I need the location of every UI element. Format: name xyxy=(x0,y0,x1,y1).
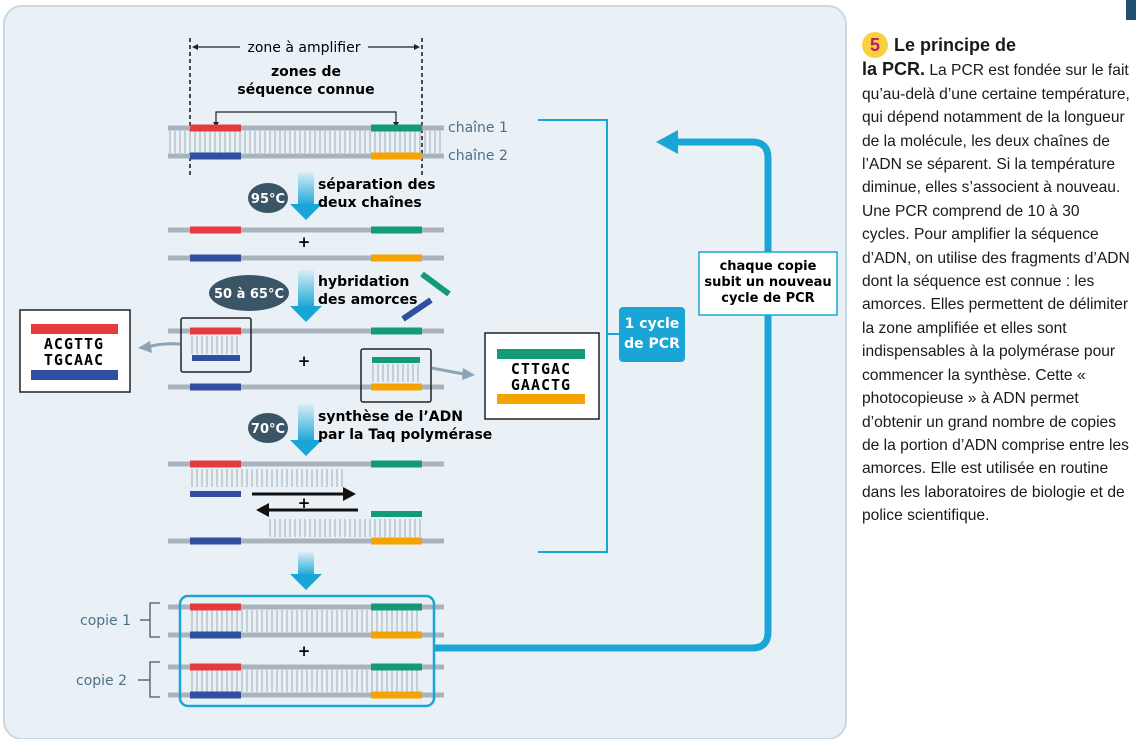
dna-strand-copy2-top xyxy=(168,663,444,671)
svg-text:subit un nouveau: subit un nouveau xyxy=(704,275,831,290)
svg-text:95°C: 95°C xyxy=(251,192,285,207)
temp-badge-70: 70°C xyxy=(248,413,288,443)
zones-label-2: séquence connue xyxy=(237,82,374,98)
zone-header: zone à amplifier zones de séquence connu… xyxy=(189,38,423,175)
chaine2-label: chaîne 2 xyxy=(448,148,508,164)
sequence-panel-right: CTTGAC GAACTG xyxy=(484,332,600,420)
svg-text:50 à 65°C: 50 à 65°C xyxy=(214,287,284,302)
synthesis-arrow-right xyxy=(252,487,356,501)
zones-label-1: zones de xyxy=(271,64,341,80)
dna-strand-single xyxy=(168,327,444,335)
return-arrow xyxy=(434,138,772,652)
copie2-bracket: copie 2 xyxy=(76,661,160,698)
copie1-bracket: copie 1 xyxy=(80,602,160,638)
primer-green xyxy=(372,357,420,363)
seq-right-bottom: GAACTG xyxy=(511,376,571,394)
new-strand-rungs xyxy=(191,469,343,487)
svg-text:70°C: 70°C xyxy=(251,422,285,437)
diagram-panel xyxy=(3,5,847,739)
plus-sign: + xyxy=(298,494,311,512)
primer-blue xyxy=(190,491,241,497)
svg-text:de PCR: de PCR xyxy=(624,336,680,352)
step2-label-2: des amorces xyxy=(318,292,417,308)
zoom-arrow-right xyxy=(431,366,475,380)
sequence-panel-left: ACGTTG TGCAAC xyxy=(19,309,131,393)
copie1-label: copie 1 xyxy=(80,613,131,629)
chaine1-label: chaîne 1 xyxy=(448,120,508,136)
figure-title: Le principe de xyxy=(894,35,1017,55)
cycle-bracket xyxy=(538,119,608,553)
copies-box xyxy=(178,594,436,708)
plus-sign: + xyxy=(298,642,311,660)
dna-strand-copy1-bottom xyxy=(168,631,444,639)
dna-strand-copy2-bottom xyxy=(168,691,444,699)
page-corner-tab xyxy=(1126,0,1136,20)
primer-blue xyxy=(192,355,240,361)
seq-left-top: ACGTTG xyxy=(44,335,104,353)
dna-strand-chaine1 xyxy=(168,124,444,132)
figure-text: La PCR est fondée sur le fait qu’au-delà… xyxy=(862,62,1130,525)
svg-text:cycle de PCR: cycle de PCR xyxy=(721,291,814,306)
cycle-badge: 1 cycle de PCR xyxy=(619,307,685,362)
primer-rungs xyxy=(372,364,419,382)
pcr-diagram: zone à amplifier zones de séquence connu… xyxy=(3,5,847,739)
step3-label-1: synthèse de l’ADN xyxy=(318,409,463,425)
step-arrow-3 xyxy=(290,404,322,456)
dna-rungs xyxy=(169,131,441,153)
dna-strand-single xyxy=(168,460,444,468)
dna-rungs xyxy=(191,670,418,692)
plus-sign: + xyxy=(298,233,311,251)
plus-sign: + xyxy=(298,352,311,370)
copy-note: chaque copie subit un nouveau cycle de P… xyxy=(698,251,838,316)
dna-rungs xyxy=(191,610,418,632)
zoom-box-right xyxy=(360,348,432,403)
svg-text:1 cycle: 1 cycle xyxy=(625,316,680,332)
step-arrow-2 xyxy=(290,270,322,322)
new-strand-rungs xyxy=(269,519,421,537)
svg-text:chaque copie: chaque copie xyxy=(720,259,817,274)
dna-strand-single xyxy=(168,254,444,262)
free-primer-green xyxy=(420,271,451,297)
seq-right-top: CTTGAC xyxy=(511,360,571,378)
step-arrow-1 xyxy=(290,172,322,220)
primer-rungs xyxy=(191,336,238,354)
zoom-arrow-left xyxy=(138,341,181,353)
step2-label-1: hybridation xyxy=(318,274,409,290)
free-primer-blue xyxy=(401,297,433,322)
zoom-box-left xyxy=(180,317,252,373)
step1-label-2: deux chaînes xyxy=(318,195,422,211)
temp-badge-95: 95°C xyxy=(248,183,288,213)
explanation-panel: 5 Le principe de la PCR. La PCR est fondé… xyxy=(862,32,1130,528)
step3-label-2: par la Taq polymérase xyxy=(318,427,492,443)
copie2-label: copie 2 xyxy=(76,673,127,689)
primer-green xyxy=(371,511,422,517)
temp-badge-50-65: 50 à 65°C xyxy=(209,275,289,311)
dna-strand-chaine2 xyxy=(168,152,444,160)
seq-left-bottom: TGCAAC xyxy=(44,351,104,369)
step1-label-1: séparation des xyxy=(318,177,435,193)
synthesis-arrow-left xyxy=(256,503,358,517)
figure-number: 5 xyxy=(862,32,888,58)
dna-strand-single xyxy=(168,383,444,391)
step-arrow-4 xyxy=(290,552,322,590)
zone-label: zone à amplifier xyxy=(248,40,361,56)
dna-strand-single xyxy=(168,537,444,545)
dna-strand-copy1-top xyxy=(168,603,444,611)
dna-strand-single xyxy=(168,226,444,234)
figure-lead: la PCR. xyxy=(862,59,926,80)
